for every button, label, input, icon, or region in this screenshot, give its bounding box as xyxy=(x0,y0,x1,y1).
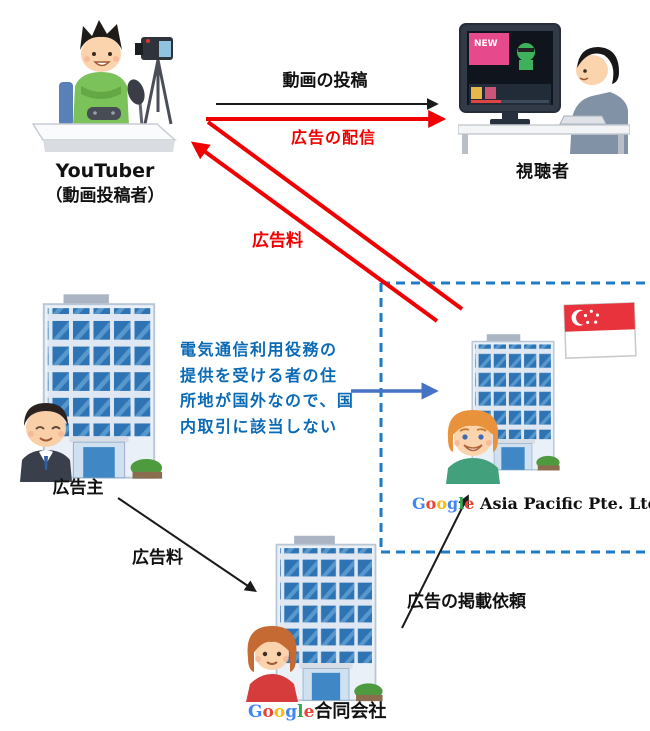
youtuber-face xyxy=(80,20,122,72)
google-ap-suffix: Asia Pacific Pte. Ltd. xyxy=(474,494,650,513)
google-japan-suffix: 合同会社 xyxy=(314,701,387,722)
game-controller-icon xyxy=(87,107,121,120)
ad-delivery-label: 広告の配信 xyxy=(291,128,377,147)
ad-fee-label: 広告料 xyxy=(252,231,303,251)
monitor-stand xyxy=(502,112,518,120)
planter xyxy=(132,471,163,479)
google-logo: Google xyxy=(248,702,315,722)
viewer-illustration: NEW xyxy=(458,22,630,154)
google-japan-label: Google合同会社 xyxy=(248,701,386,723)
ad-placement-request-label: 広告の掲載依頼 xyxy=(407,592,526,612)
monitor-base xyxy=(490,119,530,125)
desk-front xyxy=(43,140,175,152)
desk-leg xyxy=(618,134,624,154)
google-logo: Google xyxy=(412,494,475,513)
chair xyxy=(59,82,73,126)
google-ap-person xyxy=(440,404,506,484)
viewer-label: 視聴者 xyxy=(516,162,570,182)
google-japan-person xyxy=(240,618,304,702)
google-ap-label: Google Asia Pacific Pte. Ltd. xyxy=(412,494,650,513)
advertiser-fee-label: 広告料 xyxy=(132,548,183,568)
monitor-icon: NEW xyxy=(459,23,561,113)
video-post-label: 動画の投稿 xyxy=(282,71,368,91)
advertiser-label: 広告主 xyxy=(52,478,104,498)
tax-note-text: 電気通信利用役務の 提供を受ける者の住 所地が国外なので、国 内取引に該当しない xyxy=(180,340,355,436)
camera-icon xyxy=(135,37,173,60)
advertiser-building xyxy=(30,292,168,480)
ad-delivery-diagonal-line xyxy=(206,120,464,311)
ad-fee-arrow xyxy=(190,141,439,323)
planter xyxy=(356,694,383,702)
hoodie-fold xyxy=(81,86,121,99)
planter xyxy=(537,465,560,471)
youtuber-label: YouTuber xyxy=(55,160,155,182)
desk-leg xyxy=(462,134,468,154)
camera-tripod xyxy=(143,59,173,125)
youtuber-sublabel: （動画投稿者） xyxy=(45,186,165,206)
desk xyxy=(31,123,177,141)
keyboard-icon xyxy=(559,115,607,125)
singapore-flag-icon xyxy=(563,302,637,359)
advertiser-person xyxy=(10,398,82,482)
advertiser-fee-arrow xyxy=(117,497,257,593)
youtuber-illustration xyxy=(25,10,185,160)
new-badge: NEW xyxy=(474,39,498,49)
desk xyxy=(458,124,630,135)
